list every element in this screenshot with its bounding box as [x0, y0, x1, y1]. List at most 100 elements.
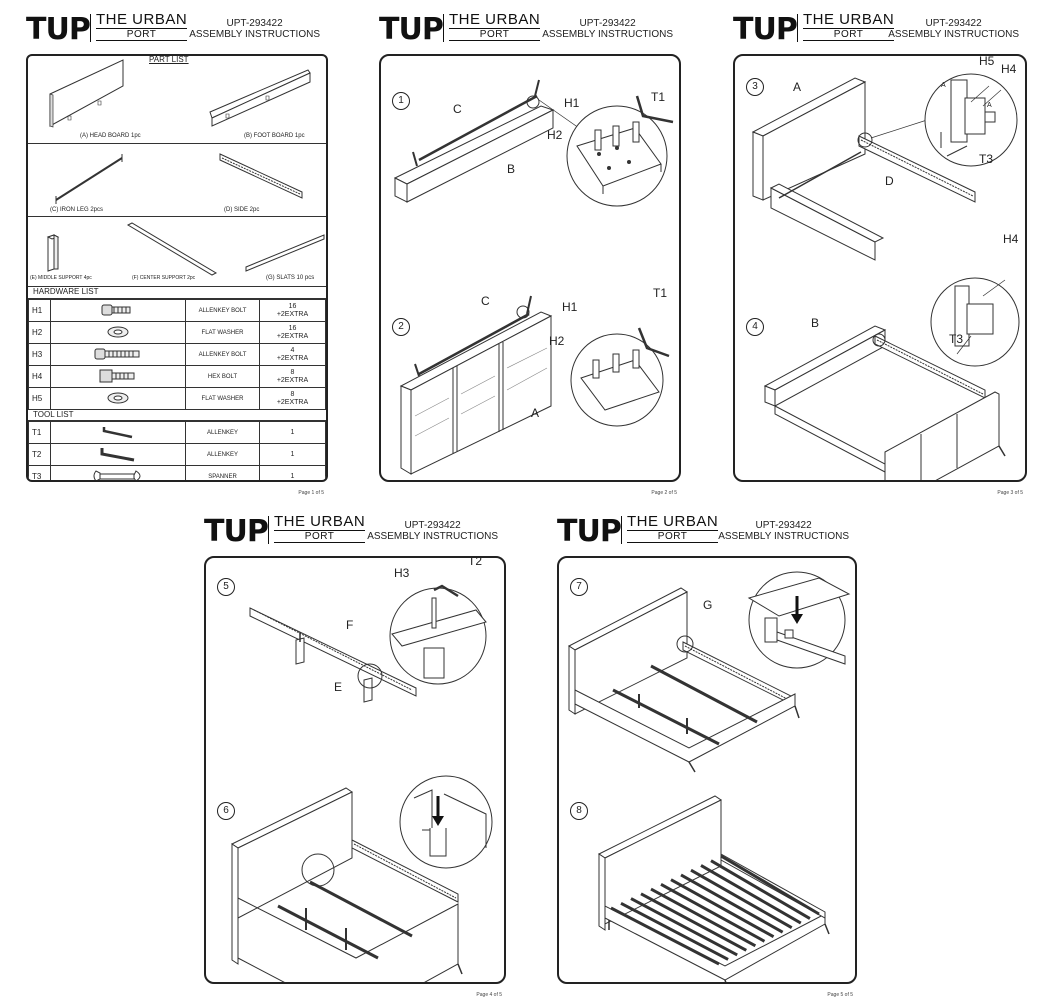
- hardware-icon-cell: [50, 321, 186, 344]
- tool-name: SPANNER: [185, 465, 260, 480]
- part-list-row-1: PART LIST (A) HEAD BOARD 1pc (B) FOOT BO…: [28, 56, 326, 144]
- document-code: UPT-293422 ASSEMBLY INSTRUCTIONS: [189, 18, 320, 40]
- document-code: UPT-293422 ASSEMBLY INSTRUCTIONS: [718, 520, 849, 542]
- brand-name: THE URBAN PORT: [274, 514, 366, 543]
- step-3-drawing: [735, 56, 1027, 276]
- page-frame: 7 8: [557, 556, 857, 984]
- step-1-drawing: [381, 56, 681, 256]
- label-t1: T1: [653, 286, 668, 300]
- brand-line-2: PORT: [803, 28, 895, 41]
- washer-icon: [106, 400, 130, 407]
- hardware-icon-cell: [50, 387, 186, 410]
- brand-logo: TUP: [733, 12, 798, 47]
- brand-logo: TUP: [26, 12, 91, 47]
- step-4-drawing: [735, 256, 1027, 480]
- tool-list-title: TOOL LIST: [28, 409, 326, 421]
- doc-number: UPT-293422: [579, 18, 636, 29]
- logo-divider: [443, 14, 444, 42]
- doc-title: ASSEMBLY INSTRUCTIONS: [367, 531, 498, 542]
- hardware-name: FLAT WASHER: [185, 321, 260, 344]
- part-list-row-3: (E) MIDDLE SUPPORT 4pc (F) CENTER SUPPOR…: [28, 217, 326, 287]
- part-f-caption: (F) CENTER SUPPORT 2pc: [132, 275, 196, 281]
- slat: [701, 865, 801, 923]
- label-a-small: A: [987, 102, 992, 109]
- label-h1: H1: [562, 300, 578, 314]
- brand-line-2: PORT: [274, 530, 366, 543]
- hardware-name: HEX BOLT: [185, 365, 260, 388]
- brand-line-2: PORT: [449, 28, 541, 41]
- hardware-qty: 8+2EXTRA: [259, 387, 326, 410]
- logo-divider: [90, 14, 91, 42]
- iron-leg-and-side-drawing: [28, 144, 328, 217]
- brand-line-1: THE URBAN: [803, 11, 895, 28]
- slat: [631, 899, 737, 955]
- allen-bolt-short-icon: [100, 312, 136, 319]
- label-t2: T2: [468, 556, 483, 568]
- slat: [651, 889, 755, 946]
- label-a-small: A: [941, 82, 946, 89]
- brand-name: THE URBAN PORT: [803, 11, 895, 41]
- hardware-qty-extra: +2EXTRA: [276, 398, 309, 406]
- part-b-caption: (B) FOOT BOARD 1pc: [244, 133, 305, 139]
- step-number: 4: [746, 318, 764, 336]
- slat: [721, 856, 819, 914]
- slat: [711, 861, 810, 919]
- doc-number: UPT-293422: [755, 520, 812, 531]
- brand-logo: TUP: [379, 12, 444, 47]
- allen-bolt-long-icon: [93, 356, 143, 363]
- page-3: TUP THE URBAN PORT UPT-293422 ASSEMBLY I…: [733, 10, 1027, 496]
- label-h5: H5: [979, 54, 995, 68]
- label-b: B: [507, 162, 516, 176]
- label-g: G: [703, 598, 713, 612]
- hardware-qty: 4+2EXTRA: [259, 343, 326, 366]
- label-h2: H2: [549, 334, 565, 348]
- step-6-drawing: [206, 758, 506, 978]
- label-c: C: [453, 102, 462, 116]
- slat: [671, 880, 774, 937]
- part-list-row-2: (C) IRON LEG 2pcs (D) SIDE 2pc: [28, 144, 326, 217]
- page-frame: 1 2: [379, 54, 681, 482]
- hardware-code: H3: [28, 343, 51, 366]
- hardware-name: FLAT WASHER: [185, 387, 260, 410]
- step-8-drawing: [559, 758, 857, 978]
- tool-qty: 1: [259, 443, 326, 466]
- brand-name: THE URBAN PORT: [96, 11, 188, 41]
- hardware-qty-extra: +2EXTRA: [276, 332, 309, 340]
- tool-qty: 1: [259, 465, 326, 480]
- page-5: TUP THE URBAN PORT UPT-293422 ASSEMBLY I…: [557, 512, 857, 998]
- hardware-qty: 16+2EXTRA: [259, 299, 326, 322]
- tool-code: T1: [28, 421, 51, 444]
- headboard-drawing: [28, 56, 328, 144]
- hex-bolt-icon: [98, 379, 138, 386]
- page-frame: 3 4: [733, 54, 1027, 482]
- label-t3: T3: [949, 332, 964, 346]
- hardware-qty-main: 4: [290, 346, 295, 354]
- step-number: 5: [217, 578, 235, 596]
- tool-name: ALLENKEY: [185, 421, 260, 444]
- hardware-qty-main: 8: [290, 390, 295, 398]
- page-header: TUP THE URBAN PORT UPT-293422 ASSEMBLY I…: [26, 10, 328, 54]
- hardware-qty-extra: +2EXTRA: [276, 354, 309, 362]
- label-h2: H2: [547, 128, 563, 142]
- label-h1: H1: [564, 96, 580, 110]
- middle-support-center-support-slats-drawing: [28, 217, 328, 287]
- hardware-code: H2: [28, 321, 51, 344]
- page-frame: PART LIST (A) HEAD BOARD 1pc (B) FOOT BO…: [26, 54, 328, 482]
- part-d-caption: (D) SIDE 2pc: [224, 207, 260, 213]
- hardware-qty-extra: +2EXTRA: [276, 310, 309, 318]
- page-number: Page 2 of 5: [651, 490, 677, 496]
- slat: [621, 903, 728, 959]
- slats-group: [611, 856, 819, 964]
- label-t1: T1: [651, 90, 666, 104]
- part-g-caption: (G) SLATS 10 pcs: [266, 275, 315, 281]
- page-number: Page 4 of 5: [476, 992, 502, 998]
- part-c-caption: (C) IRON LEG 2pcs: [50, 207, 104, 213]
- page-number: Page 3 of 5: [997, 490, 1023, 496]
- part-a-caption: (A) HEAD BOARD 1pc: [80, 133, 141, 139]
- brand-line-1: THE URBAN: [96, 11, 188, 28]
